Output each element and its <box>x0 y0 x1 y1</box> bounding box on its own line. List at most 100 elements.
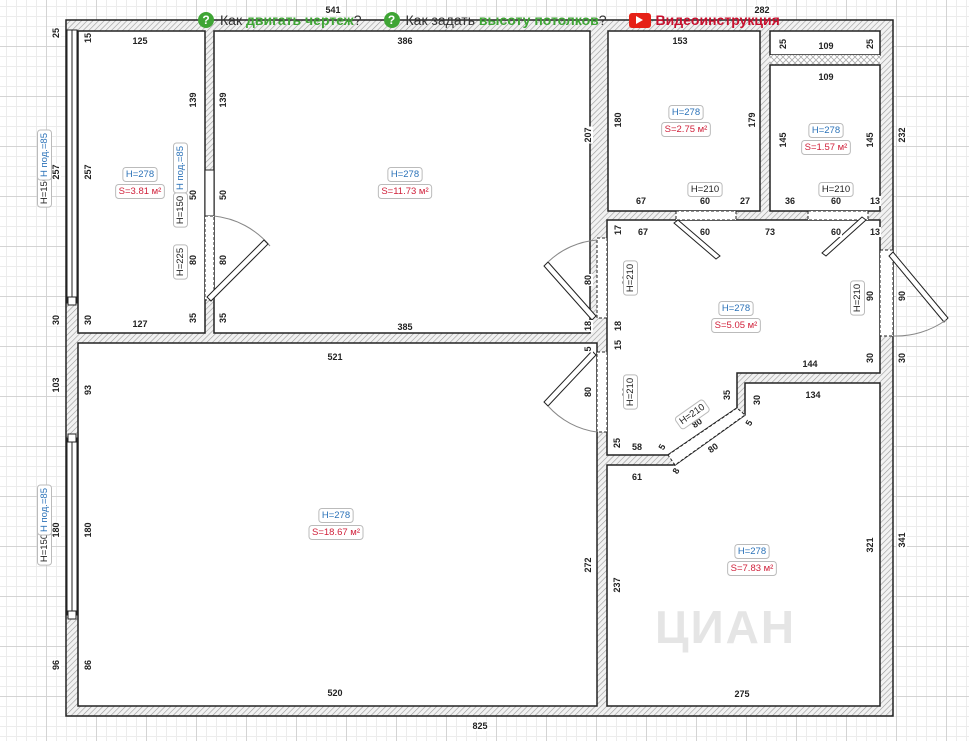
room-height-label[interactable]: H=278 <box>322 510 350 521</box>
video-instruction-link[interactable]: Видеоинструкция <box>628 12 780 28</box>
dimension-bg <box>51 658 61 672</box>
label-box <box>801 140 851 155</box>
room-height-label[interactable]: H=278 <box>722 303 750 314</box>
dimension-label: 13 <box>870 196 880 206</box>
window-height-label[interactable]: H=150 <box>39 176 50 204</box>
room-living[interactable] <box>77 342 598 707</box>
link-prefix: Как задать <box>405 12 476 28</box>
label-box <box>727 561 777 576</box>
room-height-label[interactable]: H=278 <box>738 546 766 557</box>
label-box <box>668 105 704 120</box>
window-inner[interactable] <box>204 169 215 217</box>
room-area-label[interactable]: S=5.05 м² <box>715 320 758 331</box>
dimension-label: 520 <box>327 688 342 698</box>
dimension-bg <box>738 196 752 206</box>
room-area-label[interactable]: S=2.75 м² <box>665 124 708 135</box>
window-height-label[interactable]: H=150 <box>175 196 186 224</box>
door-opening-right-room[interactable] <box>667 407 746 466</box>
window-height-label[interactable]: H под.=85 <box>39 488 50 532</box>
cian-watermark: ЦИАН <box>655 601 797 653</box>
room-area-label[interactable]: S=18.67 м² <box>312 527 360 538</box>
dimension-bg <box>583 319 593 333</box>
link-suffix: ? <box>353 12 362 28</box>
help-link-move-drawing[interactable]: ? Как двигать чертеж? <box>198 12 362 28</box>
dimension-label: 61 <box>632 472 642 482</box>
dimension-label: 179 <box>747 112 757 127</box>
label-box <box>37 484 52 536</box>
window-height-label[interactable]: H под.=85 <box>39 133 50 177</box>
dimension-bg <box>612 436 622 450</box>
dimension-label: 50 <box>188 190 198 200</box>
dimension-bg <box>583 345 593 353</box>
dimension-bg <box>671 36 689 46</box>
dimension-label: 96 <box>51 660 61 670</box>
door-opening-toilet[interactable] <box>807 210 869 221</box>
room-area-label[interactable]: S=1.57 м² <box>805 142 848 153</box>
dimension-bg <box>778 131 788 149</box>
dimension-bg <box>655 441 669 453</box>
dimension-bg <box>636 227 650 237</box>
door-opening-room1[interactable] <box>204 215 215 301</box>
dimension-label: 25 <box>778 39 788 49</box>
room-hall[interactable] <box>606 219 881 456</box>
dimension-bg <box>865 37 875 51</box>
label-box <box>734 544 770 559</box>
door-opening-bathroom[interactable] <box>675 210 737 221</box>
door-height-label[interactable]: H=210 <box>625 378 636 406</box>
help-link-ceiling-height[interactable]: ? Как задать высоту потолков? <box>383 12 607 28</box>
dimension-bg <box>324 5 342 15</box>
dimension-label: 139 <box>188 92 198 107</box>
label-box <box>661 122 711 137</box>
room-area-label[interactable]: S=7.83 м² <box>731 563 774 574</box>
door-height-label[interactable]: H=210 <box>822 184 850 195</box>
dimension-bg <box>817 72 835 82</box>
dimension-bg <box>817 41 835 51</box>
door-height-label[interactable]: H=210 <box>691 184 719 195</box>
room-height-label[interactable]: H=278 <box>812 125 840 136</box>
dimension-label: 5 <box>583 346 593 351</box>
dimension-label: 60 <box>700 227 710 237</box>
room-area-label[interactable]: S=11.73 м² <box>381 186 428 197</box>
door-opening-room2[interactable] <box>596 237 608 319</box>
dimension-label: 80 <box>583 275 593 285</box>
window-jamb <box>67 433 77 443</box>
window-jamb <box>67 296 77 306</box>
dimension-bg <box>612 576 622 594</box>
door-opening-entrance[interactable] <box>879 249 894 337</box>
dimension-bg <box>326 352 344 362</box>
room-area-label[interactable]: S=3.81 м² <box>119 186 162 197</box>
label-box <box>711 318 761 333</box>
dimension-label: 109 <box>818 72 833 82</box>
dimension-bg <box>630 472 644 482</box>
dimension-label: 145 <box>865 132 875 147</box>
dimension-bg <box>865 289 875 303</box>
dimension-bg <box>698 196 712 206</box>
dimension-label: 341 <box>897 532 907 547</box>
dimension-label: 321 <box>865 537 875 552</box>
label-box <box>173 192 188 228</box>
room-height-label[interactable]: H=278 <box>391 169 419 180</box>
dimension-label: 36 <box>785 196 795 206</box>
niche-hatch <box>770 55 880 65</box>
dimension-bg <box>897 351 907 365</box>
door-height-label[interactable]: H=210 <box>852 284 863 312</box>
question-icon: ? <box>383 12 400 28</box>
door-height-label[interactable]: H=210 <box>625 264 636 292</box>
dimension-label: 60 <box>831 227 841 237</box>
dimension-label: 35 <box>722 390 732 400</box>
dimension-bg <box>705 440 721 456</box>
room-bathroom[interactable] <box>607 30 761 212</box>
door-leaf <box>888 251 949 323</box>
window-height-label[interactable]: H под.=85 <box>175 146 186 190</box>
dimension-bg <box>131 36 149 46</box>
window-height-label[interactable]: H=225 <box>175 248 186 276</box>
label-box <box>687 182 723 197</box>
label-box <box>308 525 364 540</box>
room-height-label[interactable]: H=278 <box>672 107 700 118</box>
door-opening-living[interactable] <box>596 351 608 433</box>
window-height-label[interactable]: H=150 <box>39 534 50 562</box>
dimension-bg <box>51 313 61 327</box>
label-box <box>808 123 844 138</box>
room-height-label[interactable]: H=278 <box>126 169 154 180</box>
